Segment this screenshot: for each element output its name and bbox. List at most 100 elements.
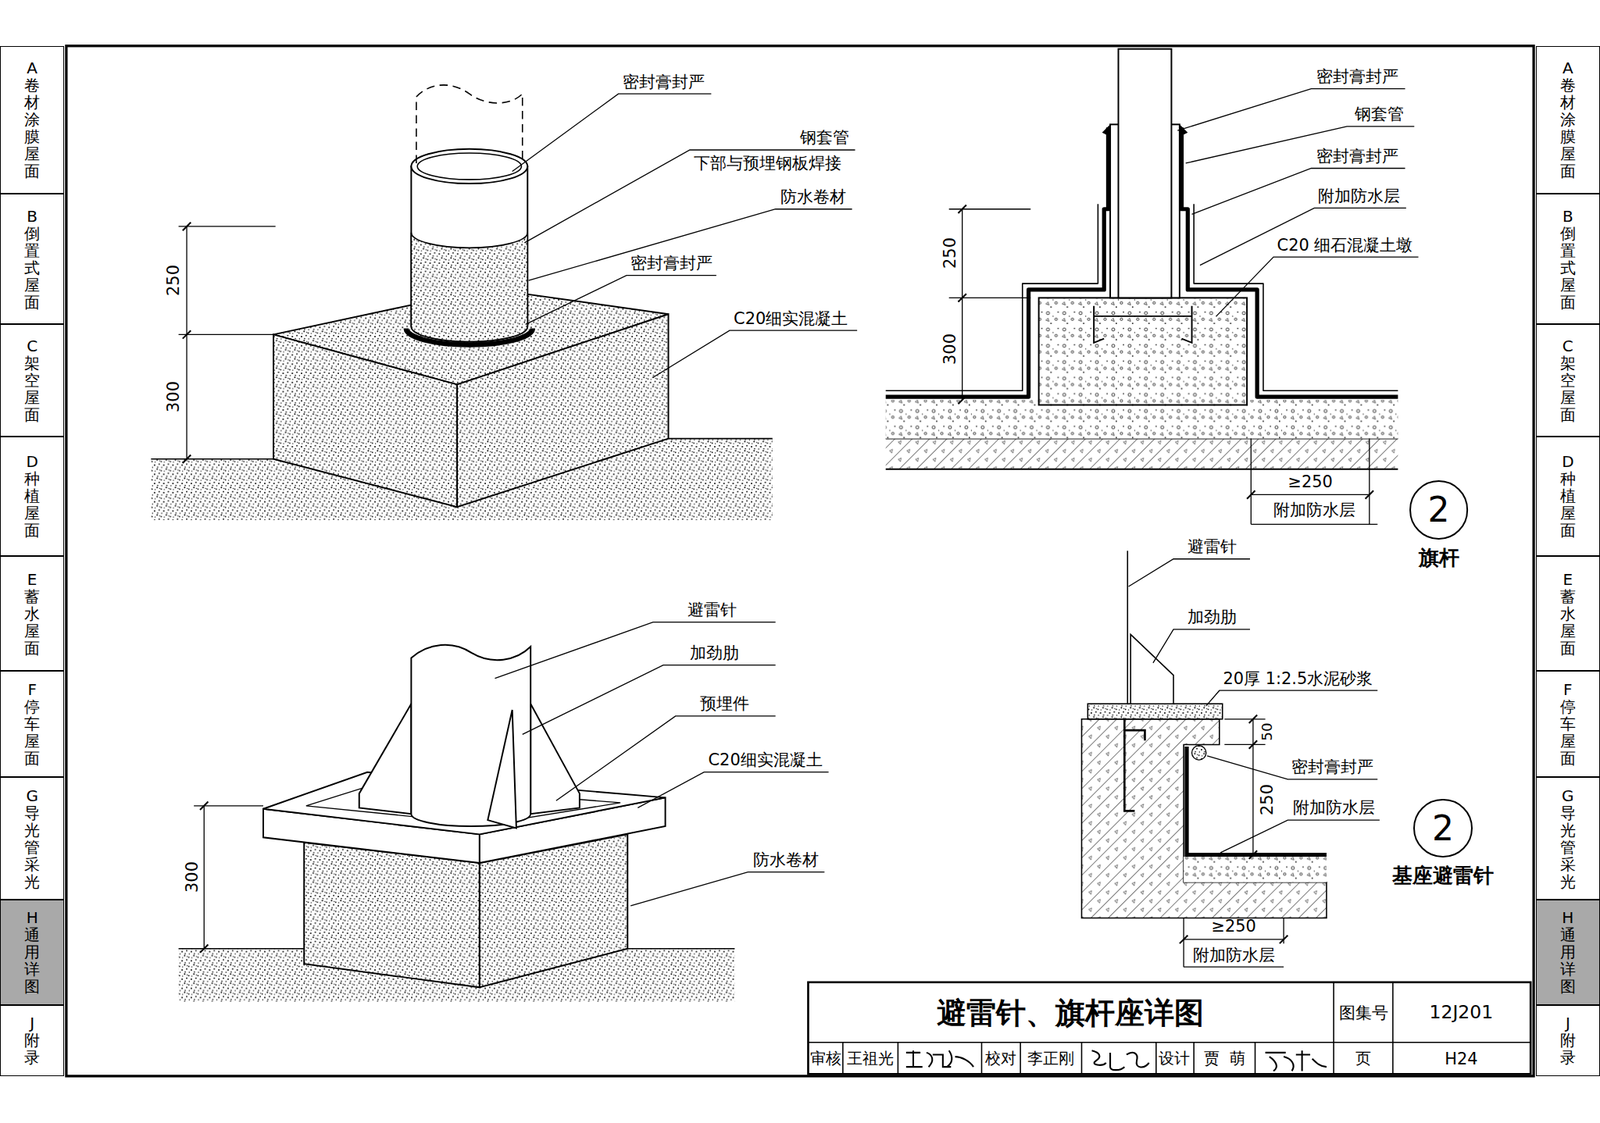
callout-number: 2 <box>1428 492 1450 528</box>
tab-letter: J <box>1565 1014 1571 1033</box>
tab-title: 附录 <box>24 1032 40 1067</box>
dimension-text: 250 <box>942 237 959 269</box>
section-tab: C架空屋面 <box>0 324 65 437</box>
tab-title: 通用详图 <box>24 926 40 996</box>
callout-label: 加劲肋 <box>689 644 740 661</box>
callout-label: 预埋件 <box>700 696 750 713</box>
tab-title: 停车屋面 <box>1560 698 1576 768</box>
callout-label: C20 细石混凝土墩 <box>1277 236 1414 254</box>
tab-title: 架空屋面 <box>1560 354 1576 424</box>
tab-title: 导光管采光 <box>1560 804 1576 891</box>
tab-title: 倒置式屋面 <box>24 225 40 311</box>
section-tab: B倒置式屋面 <box>0 193 65 325</box>
callout-label: C20细实混凝土 <box>733 310 848 327</box>
tab-letter: A <box>26 59 38 77</box>
tab-title: 蓄水屋面 <box>1560 588 1576 658</box>
callout-label: 避雷针 <box>1187 539 1237 556</box>
title-block-text: 审核 <box>810 1051 842 1068</box>
section-tab: J附录 <box>0 1005 65 1077</box>
section-tab: F停车屋面 <box>1535 671 1600 778</box>
callout-label: 附加防水层 <box>1192 946 1275 964</box>
callout-label: 防水卷材 <box>753 852 819 869</box>
tab-title: 停车屋面 <box>24 698 40 768</box>
callout-label: 防水卷材 <box>780 189 847 206</box>
dimension-text: 300 <box>183 861 200 893</box>
title-block-text: 图集号 <box>1339 1005 1389 1022</box>
title-block-text: 校对 <box>985 1051 1017 1068</box>
tab-letter: C <box>26 337 38 355</box>
tab-letter: F <box>27 681 37 699</box>
title-block-text: 页 <box>1355 1051 1372 1068</box>
callout-number: 2 <box>1432 811 1454 847</box>
section-tab: B倒置式屋面 <box>1535 193 1600 325</box>
dimension-text: 250 <box>165 264 183 297</box>
section-tab: A卷材涂膜屋面 <box>0 46 65 194</box>
tab-title: 附录 <box>1560 1032 1576 1067</box>
tab-title: 卷材涂膜屋面 <box>24 76 40 180</box>
callout-label: 密封膏封严 <box>1316 68 1399 86</box>
section-tab: G导光管采光 <box>1535 777 1600 900</box>
dimension-text: 250 <box>1259 784 1276 816</box>
tab-title: 导光管采光 <box>24 804 40 891</box>
tab-letter: A <box>1562 59 1574 77</box>
title-block-text: 王祖光 <box>846 1051 894 1068</box>
callout-label: 20厚 1:2.5水泥砂浆 <box>1223 670 1374 687</box>
section-tab: E蓄水屋面 <box>1535 556 1600 672</box>
section-tab: G导光管采光 <box>0 777 65 900</box>
title-block-text: H24 <box>1444 1050 1478 1068</box>
callout-label: 密封膏封严 <box>622 73 705 90</box>
callout-label: 避雷针 <box>687 602 737 619</box>
tab-letter: F <box>1563 681 1573 699</box>
dimension-text: ≥250 <box>1287 473 1333 490</box>
callout-circle: 2 <box>1413 799 1473 859</box>
dimension-text: 50 <box>1260 722 1275 741</box>
tab-letter: G <box>25 787 39 805</box>
tab-letter: H <box>1561 909 1574 927</box>
tab-letter: D <box>25 453 38 471</box>
callout-label: 附加防水层 <box>1292 800 1375 817</box>
tab-letter: C <box>1562 337 1574 355</box>
callout-label: 密封膏封严 <box>1291 759 1374 776</box>
callout-label: 下部与预埋钢板焊接 <box>693 155 842 172</box>
title-block-text: 12J201 <box>1429 1003 1494 1023</box>
tab-letter: G <box>1561 787 1575 805</box>
callout-label: 加劲肋 <box>1187 609 1237 626</box>
section-tab: J附录 <box>1535 1005 1600 1077</box>
drawing-title: 避雷针、旗杆座详图 <box>936 999 1204 1029</box>
tab-title: 蓄水屋面 <box>24 588 40 658</box>
callout-label: 附加防水层 <box>1273 502 1356 519</box>
title-block-text: 设计 <box>1158 1051 1190 1068</box>
callout-label: 附加防水层 <box>1317 187 1400 204</box>
detail-callout: 2 基座避雷针 <box>1392 799 1494 891</box>
detail-callout: 2 旗杆 <box>1409 480 1469 572</box>
tab-letter: H <box>26 909 39 927</box>
detail-heading: 基座避雷针 <box>1392 862 1494 890</box>
section-tab: A卷材涂膜屋面 <box>1535 46 1600 194</box>
tab-title: 种植屋面 <box>24 470 40 540</box>
callout-label: 钢套管 <box>800 129 850 147</box>
tab-letter: B <box>1562 207 1574 225</box>
section-tab: F停车屋面 <box>0 671 65 778</box>
tab-title: 倒置式屋面 <box>1560 225 1576 311</box>
section-tab: D种植屋面 <box>0 436 65 557</box>
title-block-text: 贾 萌 <box>1203 1051 1245 1068</box>
callout-circle: 2 <box>1409 480 1469 540</box>
tab-letter: D <box>1561 453 1574 471</box>
section-tab: H通用详图 <box>1535 900 1600 1006</box>
title-block-text: 李正刚 <box>1027 1051 1075 1068</box>
tab-title: 卷材涂膜屋面 <box>1560 76 1576 180</box>
tab-title: 种植屋面 <box>1560 470 1576 540</box>
section-tab: D种植屋面 <box>1535 436 1600 557</box>
dimension-text: 300 <box>165 381 183 413</box>
tab-title: 通用详图 <box>1560 926 1576 996</box>
callout-label: 密封膏封严 <box>630 255 713 272</box>
tab-letter: J <box>29 1014 35 1033</box>
detail-heading: 旗杆 <box>1418 544 1460 572</box>
tab-letter: B <box>26 207 38 225</box>
tab-title: 架空屋面 <box>24 354 40 424</box>
dimension-text: ≥250 <box>1210 918 1256 936</box>
tab-letter: E <box>1563 571 1574 589</box>
callout-label: 钢套管 <box>1354 106 1404 123</box>
callout-label: C20细实混凝土 <box>708 752 823 769</box>
section-tab: H通用详图 <box>0 900 65 1006</box>
